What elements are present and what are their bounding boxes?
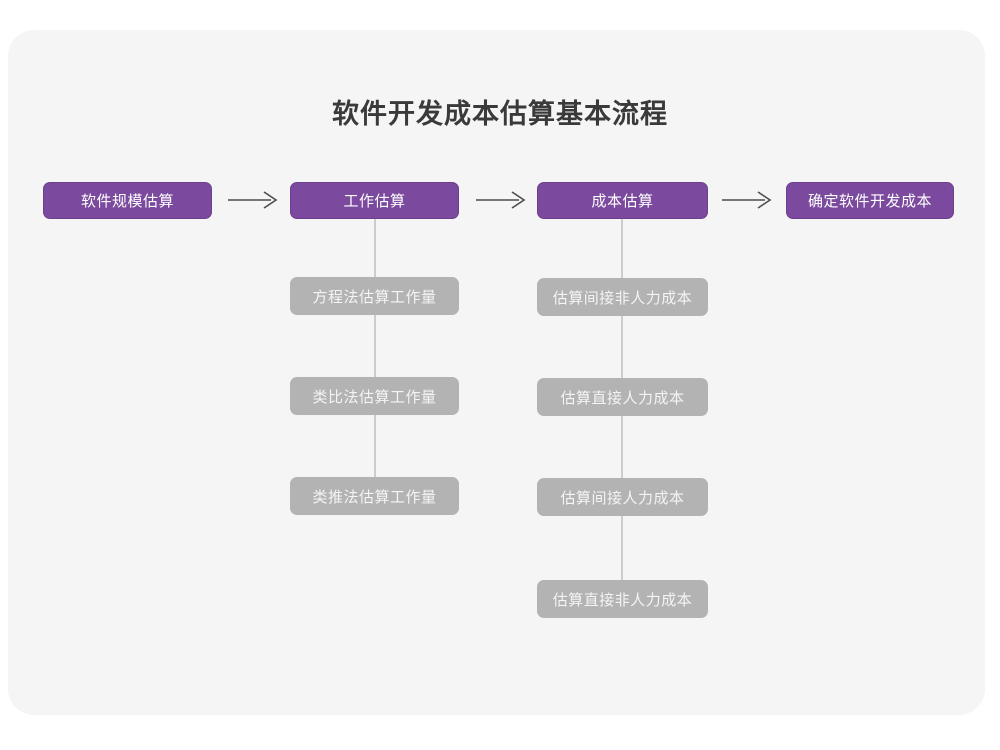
stage-box-4[interactable]: 确定软件开发成本 [786,182,954,219]
stage-box-1[interactable]: 软件规模估算 [43,182,212,219]
diagram-card [8,30,985,715]
sub-box-column3-1[interactable]: 估算间接非人力成本 [537,278,708,316]
sub-box-column3-4[interactable]: 估算直接非人力成本 [537,580,708,618]
stage-box-3[interactable]: 成本估算 [537,182,708,219]
page-title: 软件开发成本估算基本流程 [332,99,668,129]
stage-box-2[interactable]: 工作估算 [290,182,459,219]
sub-box-column2-1[interactable]: 方程法估算工作量 [290,277,459,315]
sub-box-column2-2[interactable]: 类比法估算工作量 [290,377,459,415]
sub-box-column2-3[interactable]: 类推法估算工作量 [290,477,459,515]
connector-line-column2 [374,219,376,501]
arrow-right-icon-2 [474,189,528,211]
sub-box-column3-3[interactable]: 估算间接人力成本 [537,478,708,516]
sub-box-column3-2[interactable]: 估算直接人力成本 [537,378,708,416]
arrow-right-icon-3 [720,189,774,211]
arrow-right-icon-1 [226,189,280,211]
